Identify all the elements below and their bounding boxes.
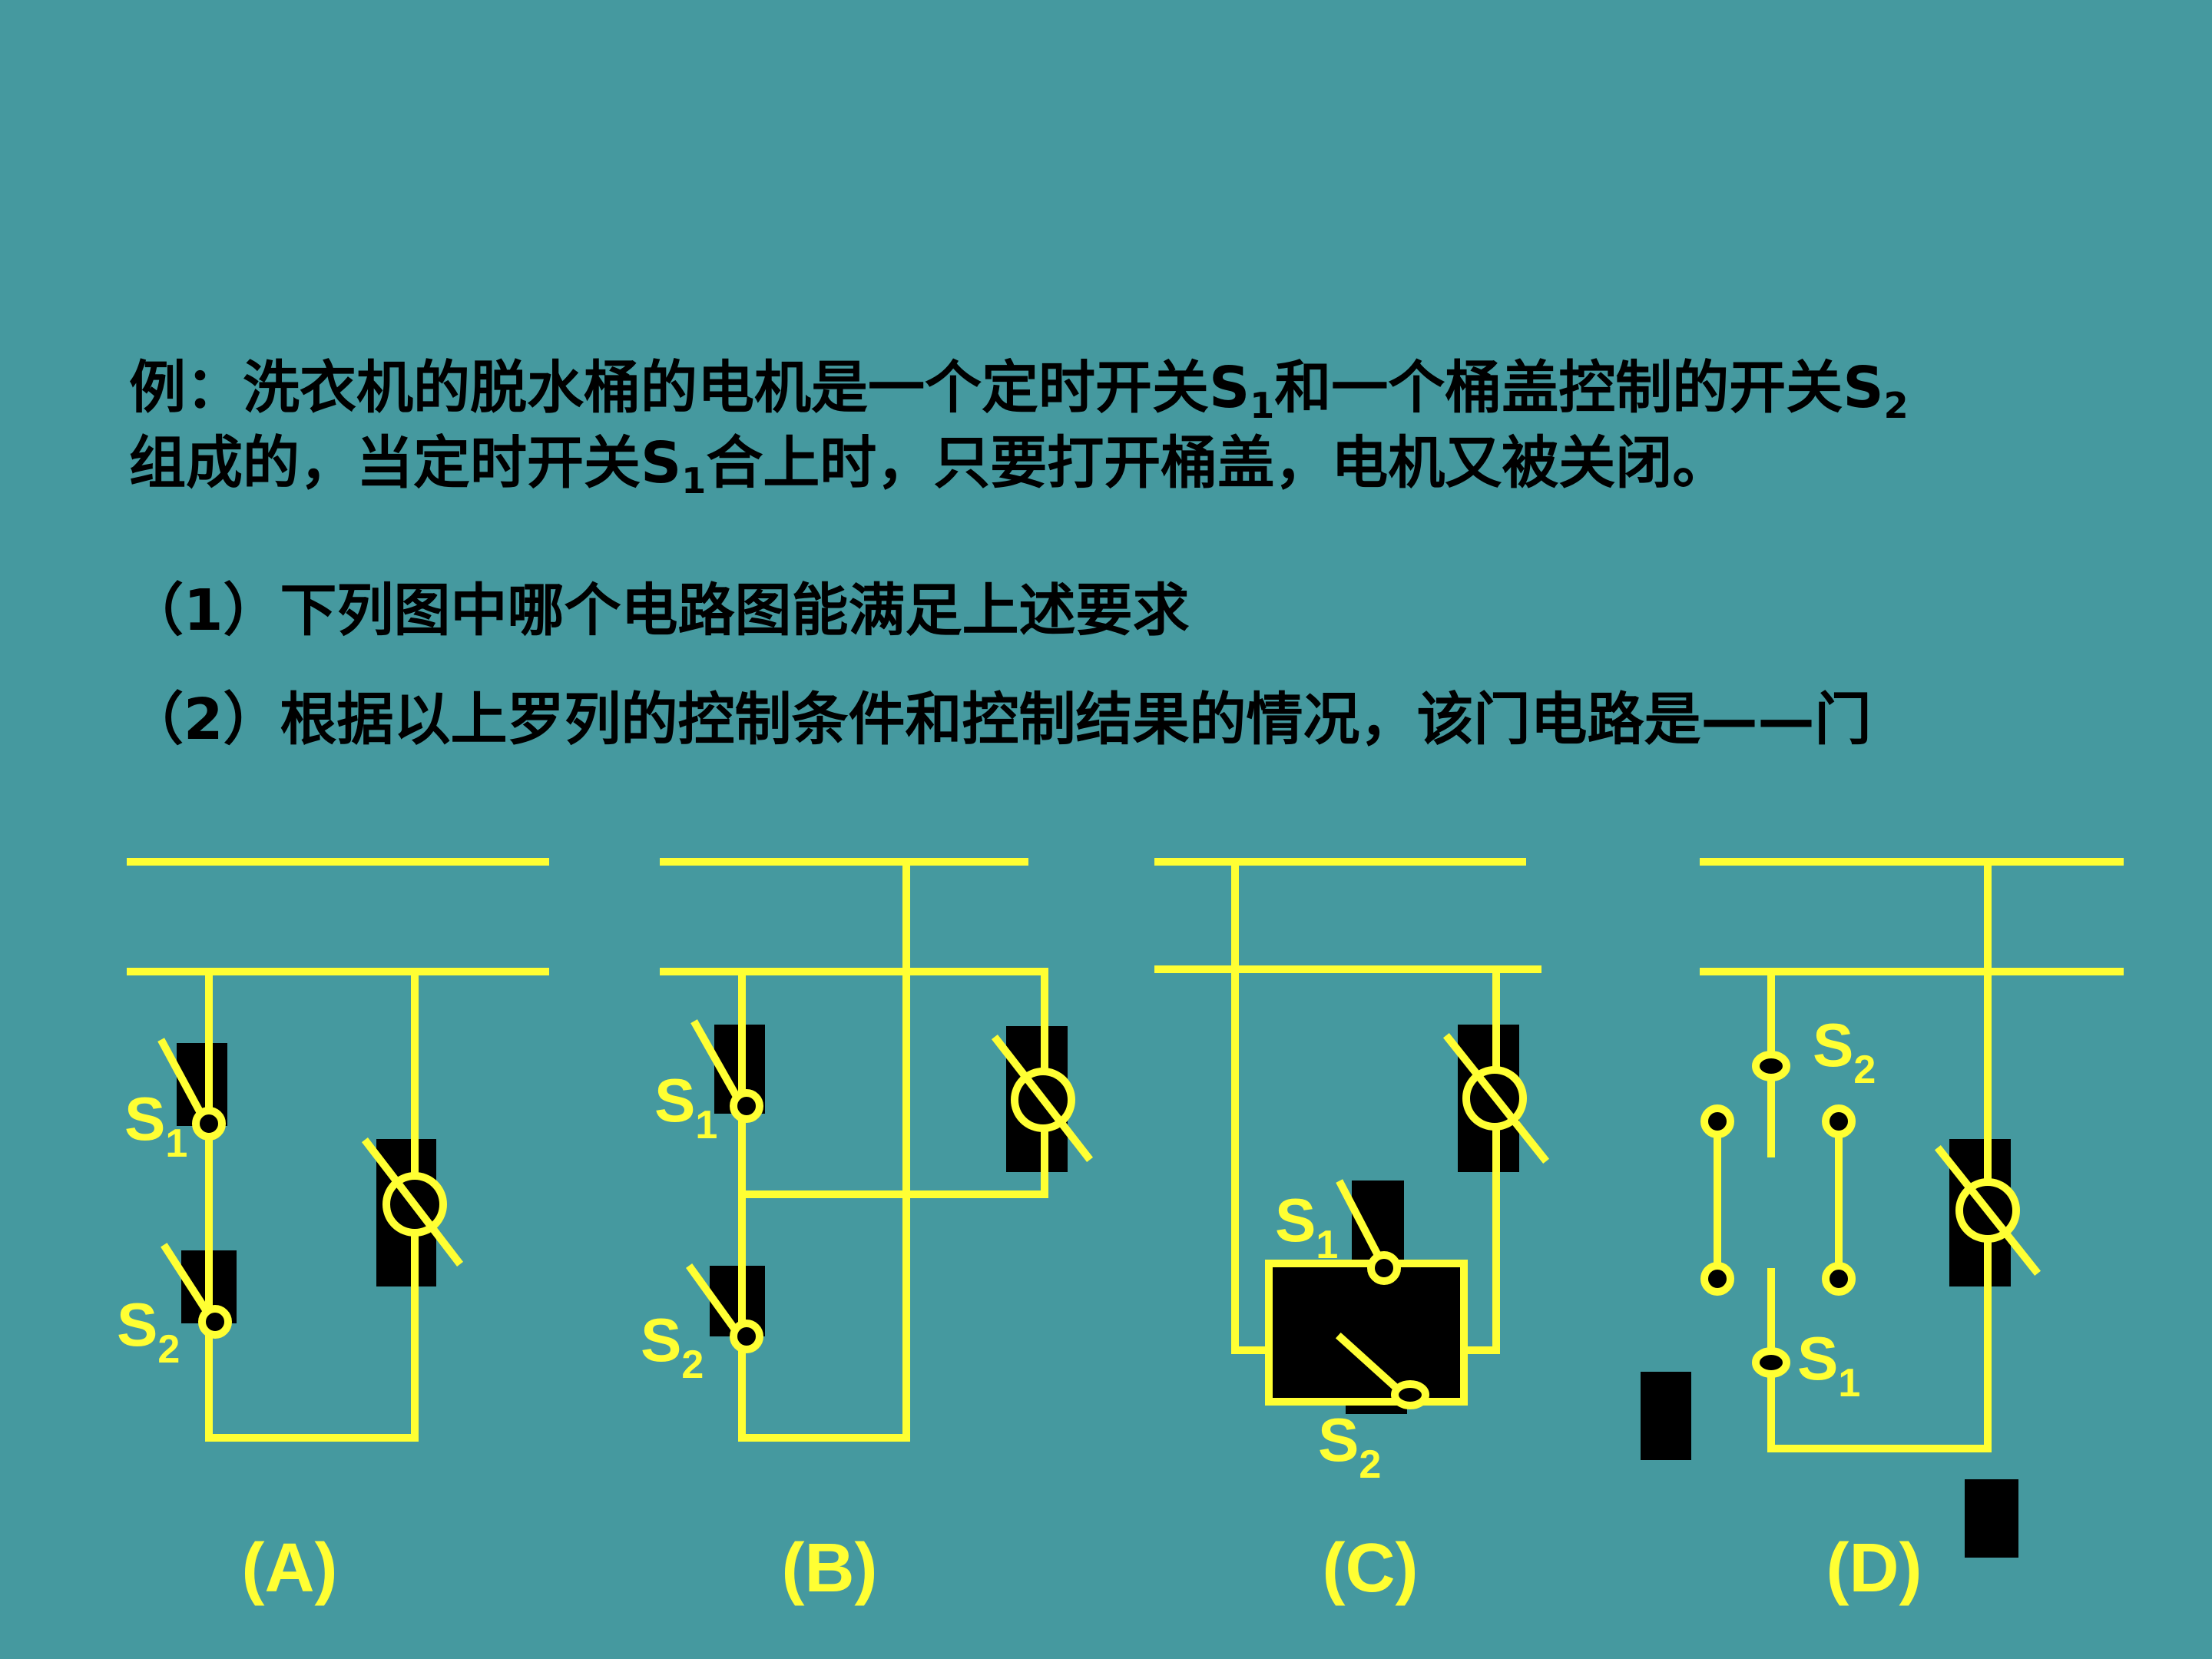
switch-label-s2: S2: [1318, 1406, 1381, 1487]
problem-text: 合上时，只要打开桶盖，电机又被关闭。: [706, 430, 1730, 496]
parallel-branch: [1265, 1260, 1468, 1406]
wire: [1767, 858, 1992, 1452]
switch-s2-contact: [730, 1320, 763, 1353]
switch-s2-contact: [198, 1305, 232, 1339]
switch-label-s2: S2: [641, 1306, 704, 1387]
option-caption-b: (B): [782, 1530, 878, 1607]
option-caption-c: (C): [1323, 1530, 1419, 1607]
switch-name-s2: S2: [1843, 355, 1909, 426]
terminal-contact: [1822, 1262, 1856, 1296]
option-caption-d: (D): [1826, 1530, 1922, 1607]
switch-blade: [157, 1038, 211, 1128]
switch-blade: [1336, 1179, 1385, 1263]
switch-s1-contact: [730, 1089, 763, 1123]
circuit-c: S1 S2 (C): [1154, 858, 1550, 1607]
question-2: （2）根据以上罗列的控制条件和控制结果的情况，该门电路是——门: [127, 687, 1872, 753]
terminal-contact: [1700, 1104, 1734, 1138]
switch-blade: [690, 1019, 747, 1111]
switch-s2-contact: [1391, 1380, 1429, 1409]
option-caption-a: (A): [242, 1530, 338, 1607]
motor-slash: [1442, 1032, 1550, 1164]
problem-line-1: 例：洗衣机的脱水桶的电机是一个定时开关S1和一个桶盖控制的开关S2: [129, 359, 1909, 423]
problem-text: 组成的，当定时开关: [129, 430, 641, 496]
terminal-contact: [1822, 1104, 1856, 1138]
switch-blade: [1335, 1332, 1410, 1401]
circuit-b: S1 S2 (B): [641, 858, 1094, 1607]
switch-label-s1: S1: [1275, 1186, 1338, 1267]
motor-slash: [361, 1137, 464, 1267]
switch-s2-contact: [1752, 1051, 1790, 1081]
switch-blade: [686, 1263, 744, 1340]
switch-label-s1: S1: [1797, 1324, 1860, 1406]
wire: [738, 968, 1048, 1198]
switch-body: [1269, 1263, 1464, 1402]
switch-label-s2: S2: [117, 1290, 180, 1372]
switch-body: [1965, 1479, 2018, 1558]
switch-label-s1: S1: [124, 1084, 187, 1166]
wire: [738, 858, 910, 1442]
switch-blade: [161, 1243, 217, 1325]
switch-name-s1: S1: [641, 430, 707, 502]
switch-body: [1641, 1372, 1691, 1460]
switch-s1-contact: [192, 1107, 226, 1141]
terminal-contact: [1700, 1262, 1734, 1296]
motor-slash: [1934, 1144, 2041, 1277]
motor-slash: [991, 1034, 1094, 1163]
problem-text: 和一个桶盖控制的开关: [1274, 355, 1843, 421]
switch-s1-contact: [1752, 1347, 1790, 1378]
question-1: （1）下列图中哪个电路图能满足上述要求: [127, 578, 1190, 644]
circuit-d: S2 S1 (D): [1641, 858, 2124, 1607]
problem-line-2: 组成的，当定时开关S1合上时，只要打开桶盖，电机又被关闭。: [129, 435, 1729, 498]
switch-s1-contact: [1367, 1251, 1401, 1285]
wire: [1231, 858, 1273, 1354]
switch-name-s1: S1: [1209, 355, 1275, 426]
circuit-a: S1 S2 (A): [117, 858, 549, 1607]
switch-label-s1: S1: [654, 1066, 717, 1147]
switch-label-s2: S2: [1813, 1011, 1876, 1092]
problem-text: 例：洗衣机的脱水桶的电机是一个定时开关: [129, 355, 1209, 421]
